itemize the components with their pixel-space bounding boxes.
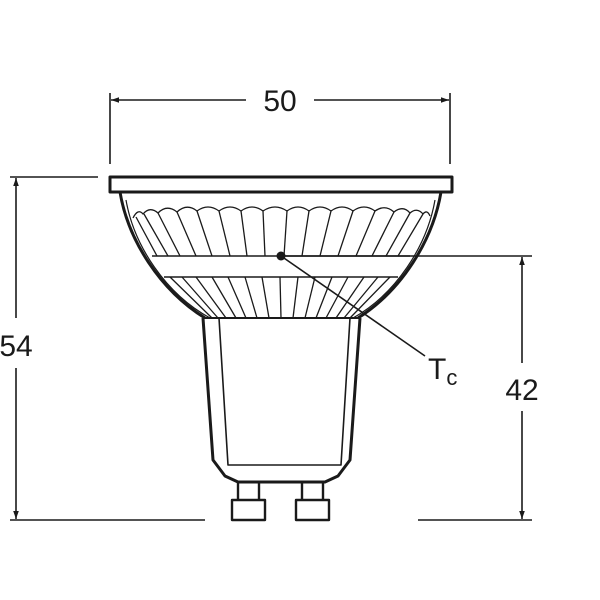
tc-leader-line <box>280 255 426 357</box>
lamp-body <box>108 175 454 522</box>
reflector-inner-left <box>125 199 211 319</box>
tc-height-dimension <box>283 255 532 521</box>
height-dimension-label: 54 <box>0 330 33 363</box>
base-inner <box>218 317 351 466</box>
reflector-outline-right <box>357 191 443 320</box>
tc-height-dimension-label: 42 <box>505 374 538 407</box>
base-outer <box>201 317 362 484</box>
tc-label-main: T <box>428 353 446 386</box>
tc-label: Tc <box>428 353 457 390</box>
tc-label-sub: c <box>446 365 457 390</box>
lower-facets <box>169 276 391 319</box>
width-dimension <box>109 93 451 164</box>
width-dimension-label: 50 <box>263 85 296 118</box>
pin-left <box>230 482 267 522</box>
lamp-rim <box>108 175 454 194</box>
height-dimension <box>10 176 205 521</box>
pin-right <box>294 482 331 522</box>
reflector-inner-right <box>352 199 436 319</box>
reflector-outline-left <box>118 191 206 320</box>
upper-facets <box>135 210 424 257</box>
